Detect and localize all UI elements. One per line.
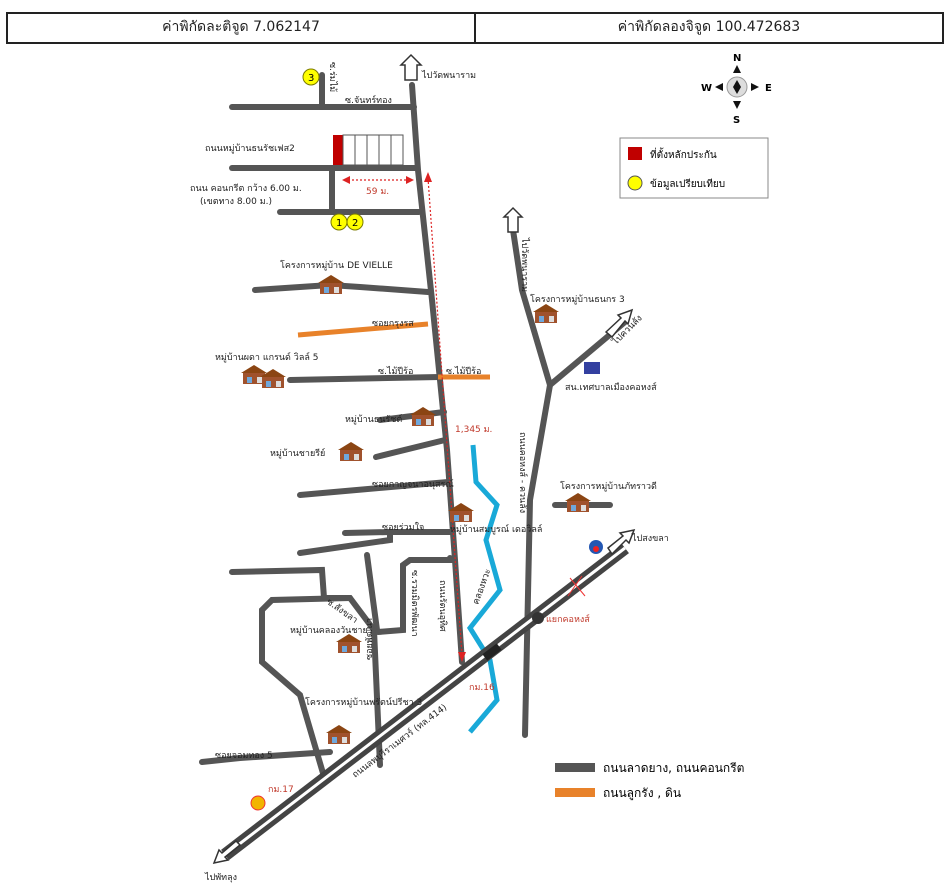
legend-top: ที่ตั้งหลักประกัน ข้อมูลเปรียบเทียบ (619, 137, 769, 199)
arrow-khuan-lang (604, 308, 634, 339)
label-concrete-road: ถนน คอนกรีต กว้าง 6.00 ม. (190, 183, 302, 194)
house-icon (338, 442, 364, 461)
svg-text:N: N (733, 53, 741, 64)
label-village-khlongwan: หมู่บ้านคลองวันชาย (290, 625, 368, 636)
label-soi-orange: ซอยกรุงรส (372, 319, 414, 329)
label-intersection: แยกคอหงส์ (546, 613, 590, 625)
longitude-header: ค่าพิกัดลองจิจูด 100.472683 (474, 12, 944, 44)
plot-row (342, 134, 404, 166)
compass-icon: N S W E (701, 53, 772, 126)
house-icon (326, 725, 352, 744)
shell-station-icon (250, 795, 266, 811)
label-soi-maipirod-e: ซ.ไม้ปีร้อ (446, 366, 481, 377)
label-village-chaiyo: หมู่บ้านชายรีย์ (270, 447, 325, 459)
legend-comparable-label: ข้อมูลเปรียบเทียบ (650, 178, 725, 190)
laterite-roads (297, 321, 490, 380)
collateral-legend-swatch (628, 147, 642, 160)
legend-laterite-label: ถนนลูกรัง , ดิน (603, 786, 681, 801)
municipality-icon (584, 362, 600, 374)
label-easement: (เขตทาง 8.00 ม.) (200, 197, 272, 207)
label-soi-jomthong: ซอยจอมทอง 5 (215, 751, 273, 761)
legend-paved-label: ถนนลาดยาง, ถนนคอนกรีต (603, 761, 744, 775)
comparable-marker-2: 2 (346, 213, 364, 231)
arrow-north-main (399, 53, 423, 81)
label-soi-vertical: ซ.ร่มไม้ (327, 62, 338, 92)
collateral-plot (333, 135, 343, 165)
label-soi-ruamjai: ซอยร่วมใจ (382, 522, 424, 533)
bridge-icon (482, 643, 502, 661)
arrow-north-right (502, 206, 524, 233)
house-icon (565, 493, 591, 512)
comparable-legend-swatch (627, 175, 643, 191)
label-59m: 59 ม. (366, 187, 389, 197)
label-soi-mit: ซ.รวมมิตรพัฒนา (409, 570, 420, 637)
svg-text:S: S (733, 115, 740, 126)
label-to-songkhla: ไปสงขลา (631, 533, 669, 544)
label-to-wat-north: ไปวัดพนาราม (519, 237, 530, 292)
arrow-songkhla (606, 528, 636, 556)
label-road-khohong: ถนนคอหงส์ - ควนลัง (517, 432, 529, 513)
svg-text:E: E (765, 83, 772, 94)
house-icon (533, 304, 559, 323)
label-village-thanarat: หมู่บ้านธนรัชต์ (345, 413, 402, 425)
label-municipality: สน.เทศบาลเมืองคอหงส์ (565, 381, 657, 393)
house-icon (410, 407, 436, 426)
label-soi-top: ซ.จันทร์ทอง (345, 94, 392, 106)
paved-roads (199, 72, 628, 783)
legend-bottom: ถนนลาดยาง, ถนนคอนกรีต ถนนลูกรัง , ดิน (555, 761, 744, 801)
arrow-phatthalung (212, 839, 242, 865)
svg-text:2: 2 (352, 218, 358, 229)
label-village-road: ถนนหมู่บ้านธนรัชเฟส2 (205, 143, 295, 154)
label-km17: กม.17 (268, 785, 294, 795)
house-icon (336, 634, 362, 653)
label-1345m: 1,345 ม. (455, 425, 492, 435)
svg-text:W: W (701, 83, 712, 94)
comparable-marker-1: 1 (330, 213, 348, 231)
traffic-light-icon (532, 612, 544, 624)
label-village-phatcharee: โครงการหมู่บ้านพรัตน์ปรีชา 3 (305, 696, 422, 708)
label-devielle: โครงการหมู่บ้าน DE VIELLE (280, 260, 393, 271)
legend-collateral-label: ที่ตั้งหลักประกัน (650, 147, 717, 161)
canal-river (466, 444, 503, 734)
label-soi-maipirod-w: ซ.ไม้ปีร้อ (378, 366, 413, 377)
label-road-pattana: ซอยพัฒนา (365, 618, 375, 660)
laterite-legend-swatch (555, 788, 595, 797)
label-village-sumet: หมู่บ้านสมบูรณ์ เดอวิลล์ (450, 523, 542, 535)
label-to-phatthalung: ไปพัทลุง (204, 872, 237, 883)
label-soi-kanchana: ซอยกาญจนาอนุสรณ์ (372, 478, 454, 490)
house-icon (318, 275, 344, 294)
label-village-thanakorn: โครงการหมู่บ้านธนกร 3 (530, 294, 625, 305)
svg-text:3: 3 (308, 73, 314, 84)
comparable-marker-3: 3 (302, 68, 320, 86)
label-km16: กม.16 (469, 683, 495, 693)
label-to-wat: ไปวัดพนาราม (421, 70, 476, 81)
label-village-grand: หมู่บ้านผดา แกรนด์ วิลล์ 5 (215, 351, 318, 363)
label-village-pattarawadee: โครงการหมู่บ้านภัทราวดี (560, 481, 657, 492)
label-road-rattana: ถนนรัตนอุทิศ (437, 580, 448, 632)
paved-legend-swatch (555, 763, 595, 772)
svg-text:1: 1 (336, 218, 342, 229)
